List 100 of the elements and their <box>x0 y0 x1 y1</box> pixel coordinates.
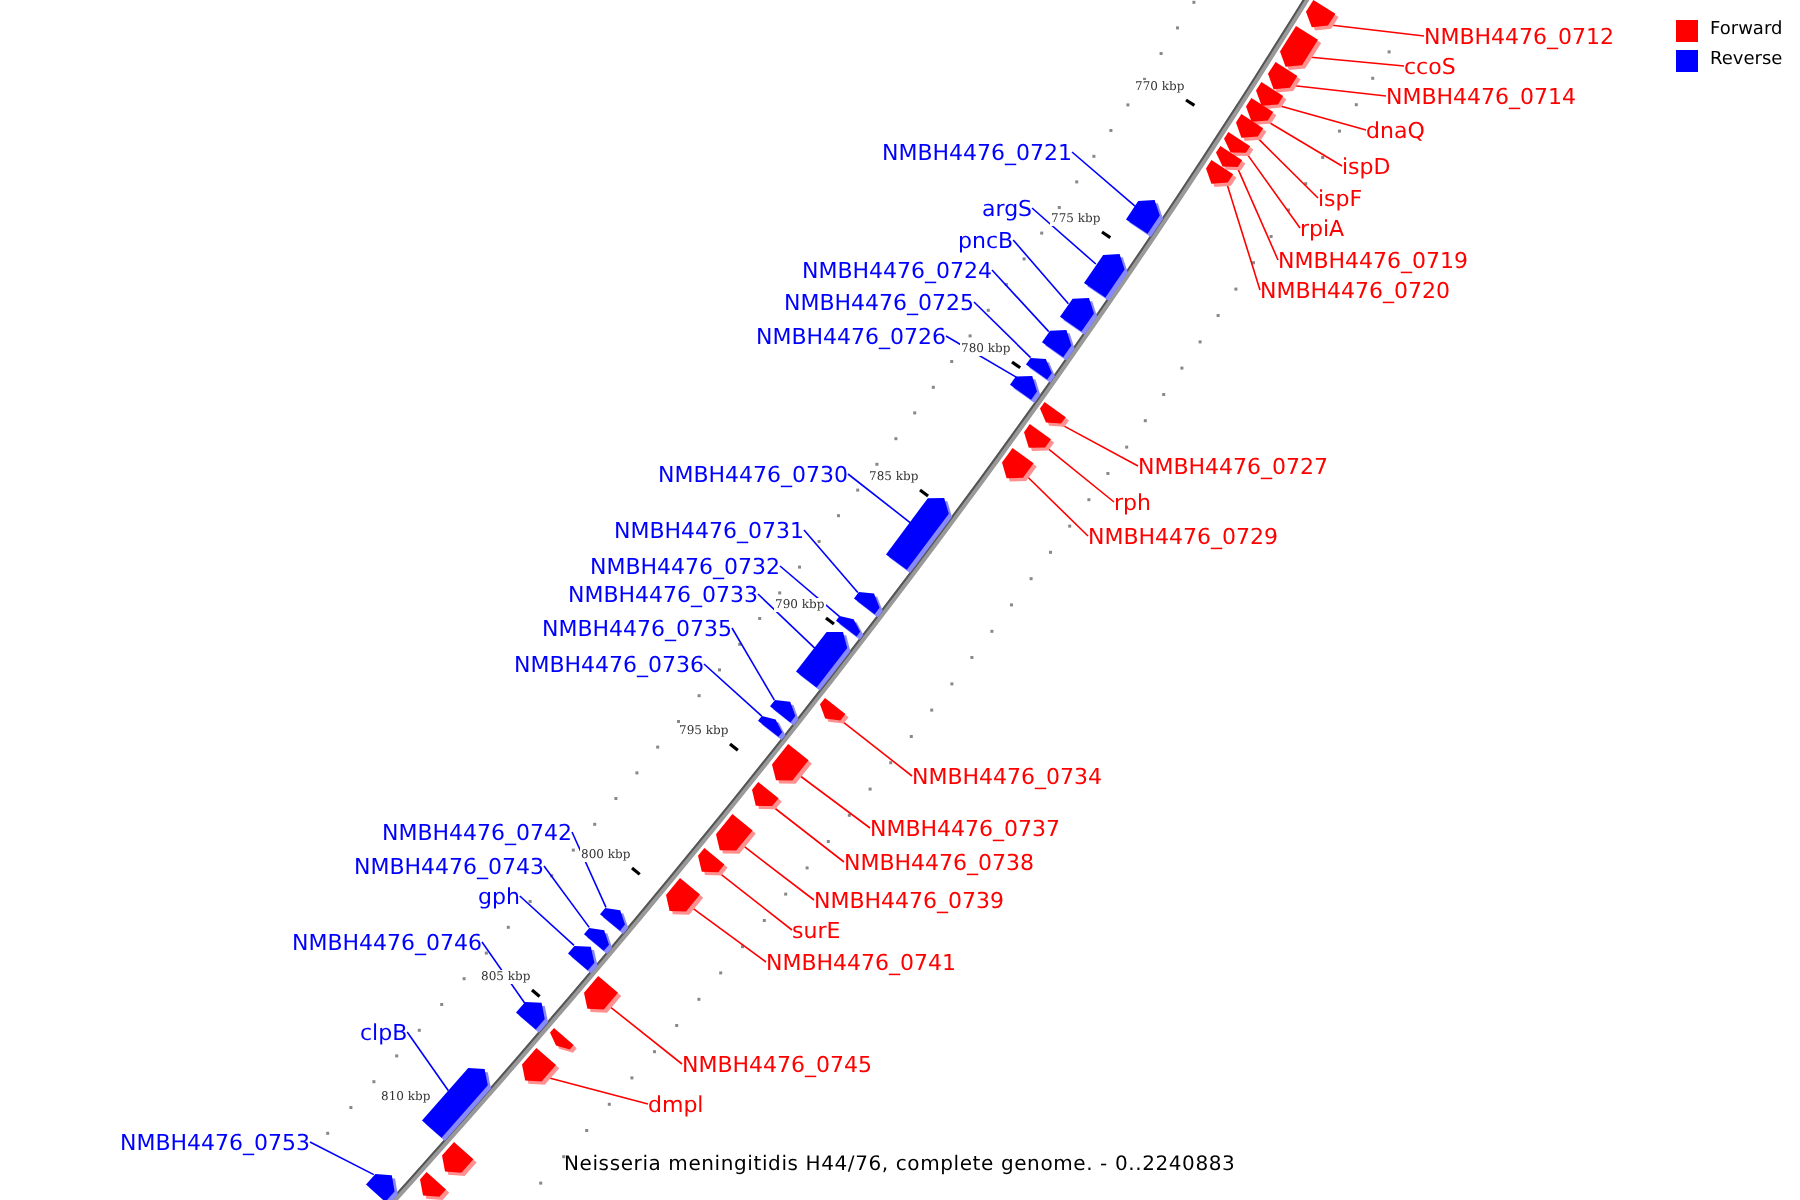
gene-label: NMBH4476_0712 <box>1424 23 1615 49</box>
gene-block <box>796 632 852 692</box>
gene-block <box>365 1173 399 1200</box>
leader-line <box>606 1004 683 1065</box>
gene-label: NMBH4476_0720 <box>1260 277 1451 303</box>
gene-label: ccoS <box>1404 53 1456 79</box>
gene-block <box>1126 200 1164 238</box>
leader-line <box>703 663 763 717</box>
gene-label: gph <box>478 883 520 909</box>
leader-line <box>757 593 816 650</box>
gene-label: surE <box>792 917 841 943</box>
leader-line <box>731 627 776 701</box>
leader-line <box>519 895 575 947</box>
gene-block <box>1235 114 1267 143</box>
gene-label: NMBH4476_0735 <box>542 615 733 641</box>
gene-label: rpiA <box>1300 215 1345 241</box>
gene-block <box>820 697 850 724</box>
gene-label: NMBH4476_0736 <box>514 651 705 677</box>
gene-label: NMBH4476_0741 <box>766 949 957 975</box>
gene-block <box>1040 402 1071 429</box>
gene-block <box>1024 423 1056 452</box>
gene-label: NMBH4476_0729 <box>1088 523 1279 549</box>
gene-block <box>420 1172 451 1200</box>
gene-block <box>1280 26 1323 72</box>
gene-block <box>1001 448 1038 483</box>
gene-label: NMBH4476_0746 <box>292 929 483 955</box>
gene-label: NMBH4476_0730 <box>658 461 849 487</box>
gene-block <box>758 716 787 741</box>
gene-label: NMBH4476_0739 <box>814 887 1005 913</box>
gene-block <box>1010 376 1042 405</box>
gene-label: NMBH4476_0738 <box>844 849 1035 875</box>
leader-line <box>1276 104 1367 131</box>
leader-line <box>1226 182 1261 291</box>
gene-block <box>1083 253 1128 301</box>
leader-line <box>991 269 1050 333</box>
leader-line <box>796 773 871 829</box>
gene-block <box>698 848 729 877</box>
gene-block <box>1059 298 1098 336</box>
leader-line <box>779 565 841 618</box>
gene-label: NMBH4476_0721 <box>882 139 1073 165</box>
gene-label: NMBH4476_0714 <box>1386 83 1577 109</box>
gene-block <box>521 1047 560 1086</box>
leader-line <box>1060 423 1139 467</box>
leader-line <box>973 301 1032 359</box>
gene-label: NMBH4476_0725 <box>784 289 975 315</box>
leader-line <box>839 719 913 777</box>
leader-line <box>309 1141 375 1176</box>
gene-label: argS <box>982 195 1033 221</box>
leader-line <box>1071 151 1136 207</box>
gene-block <box>1267 61 1301 93</box>
leader-line <box>571 831 607 909</box>
gene-block <box>600 907 630 935</box>
gene-block <box>550 1027 578 1053</box>
gene-label: NMBH4476_0733 <box>568 581 759 607</box>
leader-line <box>1256 136 1319 199</box>
gene-label: NMBH4476_0742 <box>382 819 573 845</box>
gene-label: ispF <box>1318 185 1363 211</box>
leader-line <box>1024 474 1089 537</box>
gene-label: NMBH4476_0731 <box>614 517 805 543</box>
gene-label: NMBH4476_0734 <box>912 763 1103 789</box>
gene-block <box>853 592 883 619</box>
gene-label: rph <box>1114 489 1151 515</box>
leader-line <box>1307 56 1405 67</box>
legend-label: Forward <box>1710 18 1783 42</box>
gene-block <box>715 813 757 855</box>
gene-label: NMBH4476_0727 <box>1138 453 1329 479</box>
gene-label: dnaQ <box>1366 117 1425 143</box>
leader-line <box>543 865 590 929</box>
gene-block <box>583 975 622 1014</box>
gene-block <box>772 743 813 785</box>
leader-line <box>1245 152 1301 229</box>
gene-label: NMBH4476_0724 <box>802 257 993 283</box>
gene-block <box>1224 132 1255 158</box>
leader-line <box>847 473 912 524</box>
gene-label: clpB <box>360 1019 408 1045</box>
gene-label: NMBH4476_0745 <box>682 1051 873 1077</box>
gene-block <box>442 1141 478 1177</box>
caption: Neisseria meningitidis H44/76, complete genome. - 0..2240883 <box>564 1154 1236 1178</box>
gene-label: NMBH4476_0743 <box>354 853 545 879</box>
leader-line <box>771 805 845 863</box>
leader-line <box>1236 166 1279 261</box>
leader-line <box>406 1031 450 1092</box>
gene-block <box>886 498 954 575</box>
leader-line <box>717 871 793 931</box>
gene-label: NMBH4476_0737 <box>870 815 1061 841</box>
gene-block <box>1205 160 1237 189</box>
gene-block <box>666 877 705 916</box>
gene-label: NMBH4476_0726 <box>756 323 947 349</box>
gene-block <box>567 945 598 974</box>
leader-line <box>1031 207 1097 265</box>
gene-block <box>1041 329 1076 361</box>
gene-label: dmpl <box>648 1091 704 1117</box>
gene-block <box>516 1001 550 1034</box>
leader-line <box>1266 120 1343 167</box>
gene-label: ispD <box>1342 153 1391 179</box>
legend-label: Reverse <box>1710 48 1783 72</box>
gene-label: NMBH4476_0753 <box>120 1129 311 1155</box>
gene-label: NMBH4476_0732 <box>590 553 781 579</box>
leader-line <box>1012 239 1070 305</box>
leader-line <box>689 905 767 963</box>
